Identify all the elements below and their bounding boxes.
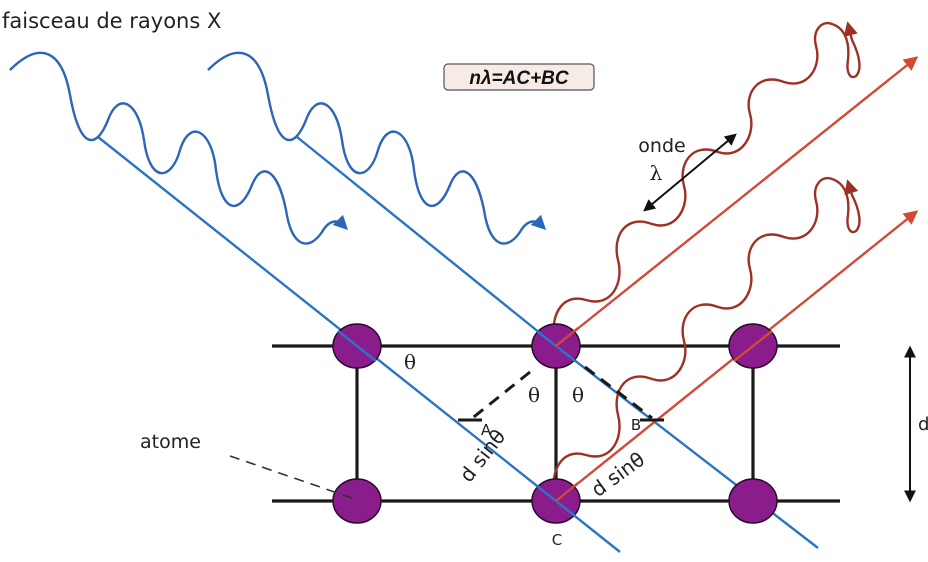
wavelength-annotation: onde λ — [638, 133, 737, 212]
theta-label-2: θ — [528, 383, 540, 407]
formula-box — [443, 63, 595, 91]
incident-ray-1 — [97, 136, 557, 502]
diffracted-wave-1 — [552, 21, 861, 347]
atom-annotation: atome — [140, 431, 353, 499]
formula-text: nλ=AC+BC — [469, 68, 569, 89]
wave-label: onde — [638, 135, 685, 157]
incident-over-atom-1 — [337, 330, 377, 362]
d-sin-theta-right: d sinθ — [587, 447, 650, 502]
wavelength-arrow — [643, 133, 737, 212]
atom-bottom-right — [728, 478, 778, 524]
dashed-normal-b — [584, 365, 653, 420]
path-difference-construction — [458, 365, 664, 422]
theta-label-1: θ — [404, 350, 416, 374]
atom-bottom-left — [332, 478, 382, 524]
diffracted-wave-2 — [552, 176, 861, 502]
diffracted-ray-1 — [555, 56, 919, 347]
diffracted-over-atom-2 — [555, 482, 579, 502]
point-a-label: A — [481, 421, 492, 439]
bragg-formula: nλ=AC+BC — [443, 63, 595, 91]
wavelength-symbol: λ — [650, 161, 663, 185]
spacing-label: d — [918, 414, 928, 435]
diffracted-over-atom-1 — [555, 327, 579, 347]
spacing-annotation: d — [904, 345, 928, 503]
incident-ray-2 — [296, 136, 557, 347]
point-b-label: B — [631, 416, 641, 434]
rays-over-atoms — [337, 327, 773, 517]
beam-title: faisceau de rayons X — [2, 9, 221, 33]
dashed-normal-a — [469, 370, 531, 422]
atom-label: atome — [140, 431, 201, 453]
theta-label-3: θ — [572, 383, 584, 407]
incident-waves — [9, 51, 547, 245]
point-c-label: C — [552, 531, 562, 549]
incident-wave-1 — [9, 51, 349, 245]
incident-ray-2-continuation — [555, 345, 819, 549]
crystal-lattice — [272, 344, 840, 503]
diffracted-rays — [555, 56, 919, 502]
diffracted-over-atom-3 — [733, 330, 773, 362]
incident-wave-2 — [207, 51, 547, 245]
atom-pointer — [229, 455, 353, 499]
diffracted-waves — [552, 21, 861, 502]
